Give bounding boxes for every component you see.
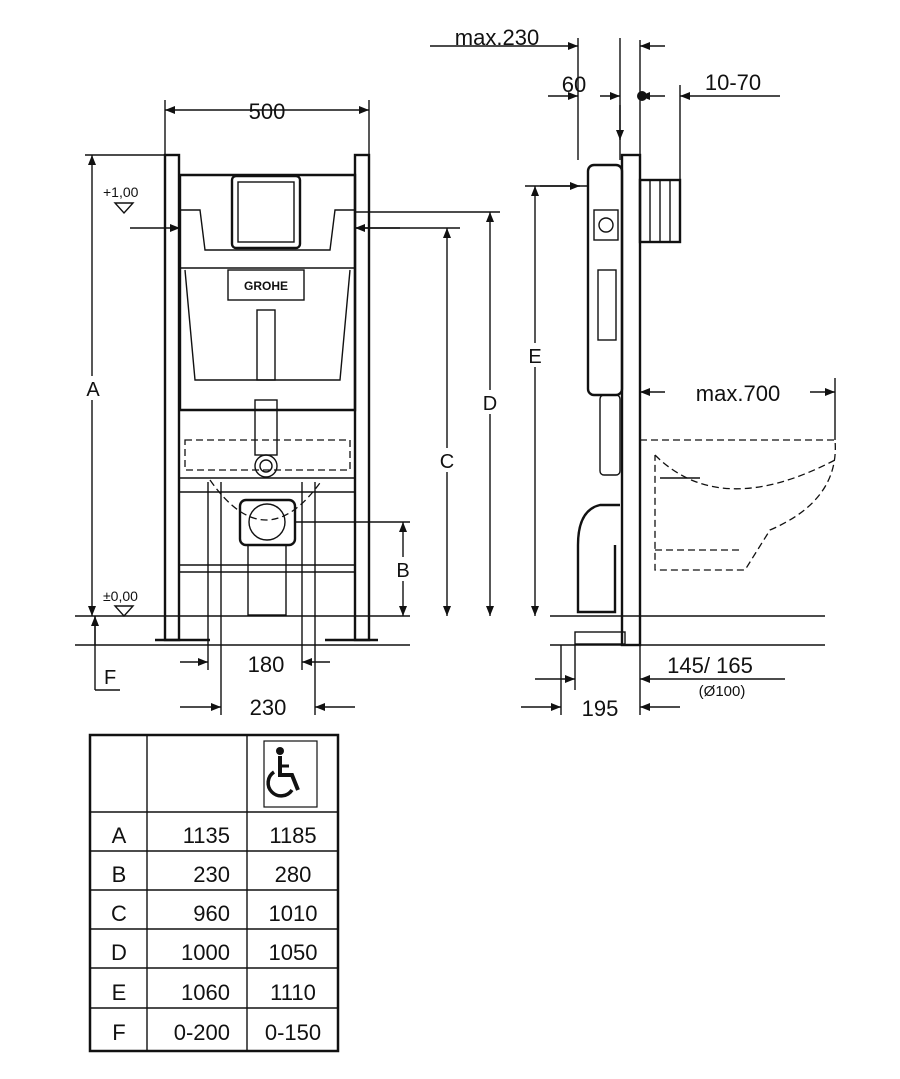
flush-plate-opening <box>230 174 302 250</box>
level-zero-label: ±0,00 <box>103 588 138 604</box>
dimension-C-label: C <box>440 451 454 473</box>
grohe-logo <box>227 269 305 301</box>
dimension-F-label: F <box>104 667 116 689</box>
standard-value: 1060 <box>181 980 230 1005</box>
pipe-diameter-label: (Ø100) <box>699 683 746 700</box>
front-view: GROHE 500 +1,00 ±0,00 <box>75 99 501 720</box>
dimension-B-label: B <box>396 560 409 582</box>
standard-value: 230 <box>193 862 230 887</box>
max230-dimension: max.230 <box>455 25 539 50</box>
dimension-60: 60 <box>562 72 586 97</box>
side-frame-post <box>620 153 642 647</box>
level-top-label: +1,00 <box>103 184 139 200</box>
dimension-E-label: E <box>528 346 541 368</box>
width-dimension: 500 <box>249 99 286 124</box>
accessible-value: 1110 <box>270 980 316 1005</box>
row-key: F <box>112 1020 125 1045</box>
row-key: A <box>112 823 127 848</box>
row-key: B <box>112 862 127 887</box>
dimension-145-165: 145/ 165 <box>667 653 753 678</box>
row-key: C <box>111 901 127 926</box>
dimension-195: 195 <box>582 696 619 721</box>
brand-label: GROHE <box>244 279 288 293</box>
table-row: A 1135 1185 <box>112 823 317 848</box>
table-row: E 1060 1110 <box>112 980 316 1005</box>
standard-value: 1135 <box>183 823 230 848</box>
table-row: D 1000 1050 <box>111 940 317 965</box>
table-row: F 0-200 0-150 <box>112 1020 321 1045</box>
max700-dimension: max.700 <box>696 381 780 406</box>
side-cistern <box>586 163 624 397</box>
accessible-value: 1185 <box>269 823 316 848</box>
dimension-A-label: A <box>86 379 100 401</box>
row-key: D <box>111 940 127 965</box>
table-row: C 960 1010 <box>111 901 317 926</box>
wheelchair-accessible-icon <box>263 740 318 808</box>
standard-value: 960 <box>193 901 230 926</box>
dimension-180: 180 <box>248 652 285 677</box>
standard-value: 1000 <box>181 940 230 965</box>
waste-outlet <box>238 498 297 547</box>
accessible-value: 1010 <box>269 901 318 926</box>
dimension-D-label: D <box>483 393 497 415</box>
dimension-10-70: 10-70 <box>705 70 761 95</box>
flush-pipe <box>254 399 278 456</box>
side-waste-bend <box>576 503 620 614</box>
dimension-230: 230 <box>250 695 287 720</box>
standard-value: 0-200 <box>174 1020 230 1045</box>
accessible-value: 280 <box>275 862 312 887</box>
table-row: B 230 280 <box>112 862 312 887</box>
side-view: max.230 60 10-70 E max.700 145/ 165 (Ø10… <box>430 25 836 721</box>
water-supply-point <box>637 91 647 101</box>
accessible-value: 0-150 <box>265 1020 321 1045</box>
row-key: E <box>112 980 127 1005</box>
accessible-value: 1050 <box>269 940 318 965</box>
